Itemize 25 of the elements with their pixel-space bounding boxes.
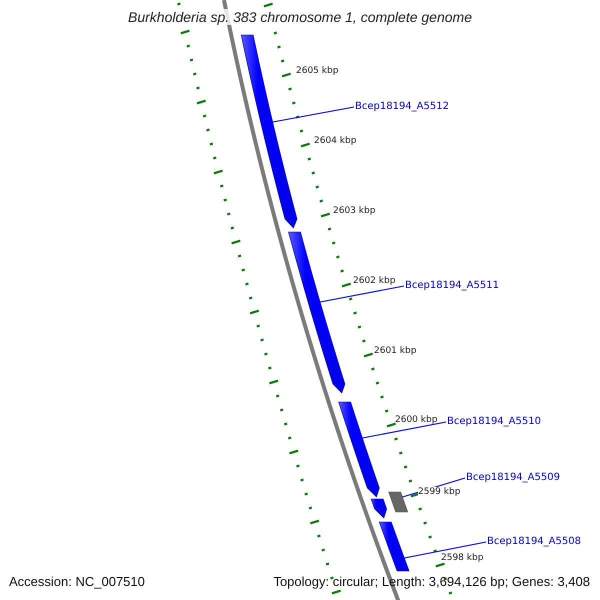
scale-label: 2602 kbp <box>353 276 396 287</box>
gene-label: Bcep18194_A5511 <box>405 280 499 292</box>
leader-line <box>362 422 446 438</box>
leader-line <box>320 286 404 302</box>
scale-label: 2599 kbp <box>418 487 460 498</box>
gene-feature <box>240 34 298 229</box>
gene-label: Bcep18194_A5508 <box>487 536 581 548</box>
scale-label: 2604 kbp <box>314 136 356 147</box>
scale-label: 2601 kbp <box>374 346 416 357</box>
accession-label: Accession: NC_007510 <box>9 574 145 590</box>
gene-label: Bcep18194_A5512 <box>355 101 449 113</box>
gene-box <box>388 492 408 512</box>
leader-line <box>404 542 486 558</box>
gene-label: Bcep18194_A5510 <box>447 416 541 428</box>
scale-label: 2598 kbp <box>441 553 484 564</box>
gene-feature <box>378 522 410 572</box>
scale-label: 2605 kbp <box>296 66 338 77</box>
gene-feature <box>288 232 346 394</box>
leader-line <box>272 106 354 122</box>
scale-label: 2600 kbp <box>395 415 438 426</box>
gene-feature <box>370 498 387 519</box>
title: Burkholderia sp. 383 chromosome 1, complete genome <box>126 9 474 25</box>
scale-label: 2603 kbp <box>333 206 376 217</box>
gene-label: Bcep18194_A5509 <box>466 472 560 484</box>
gene-feature <box>338 402 380 498</box>
